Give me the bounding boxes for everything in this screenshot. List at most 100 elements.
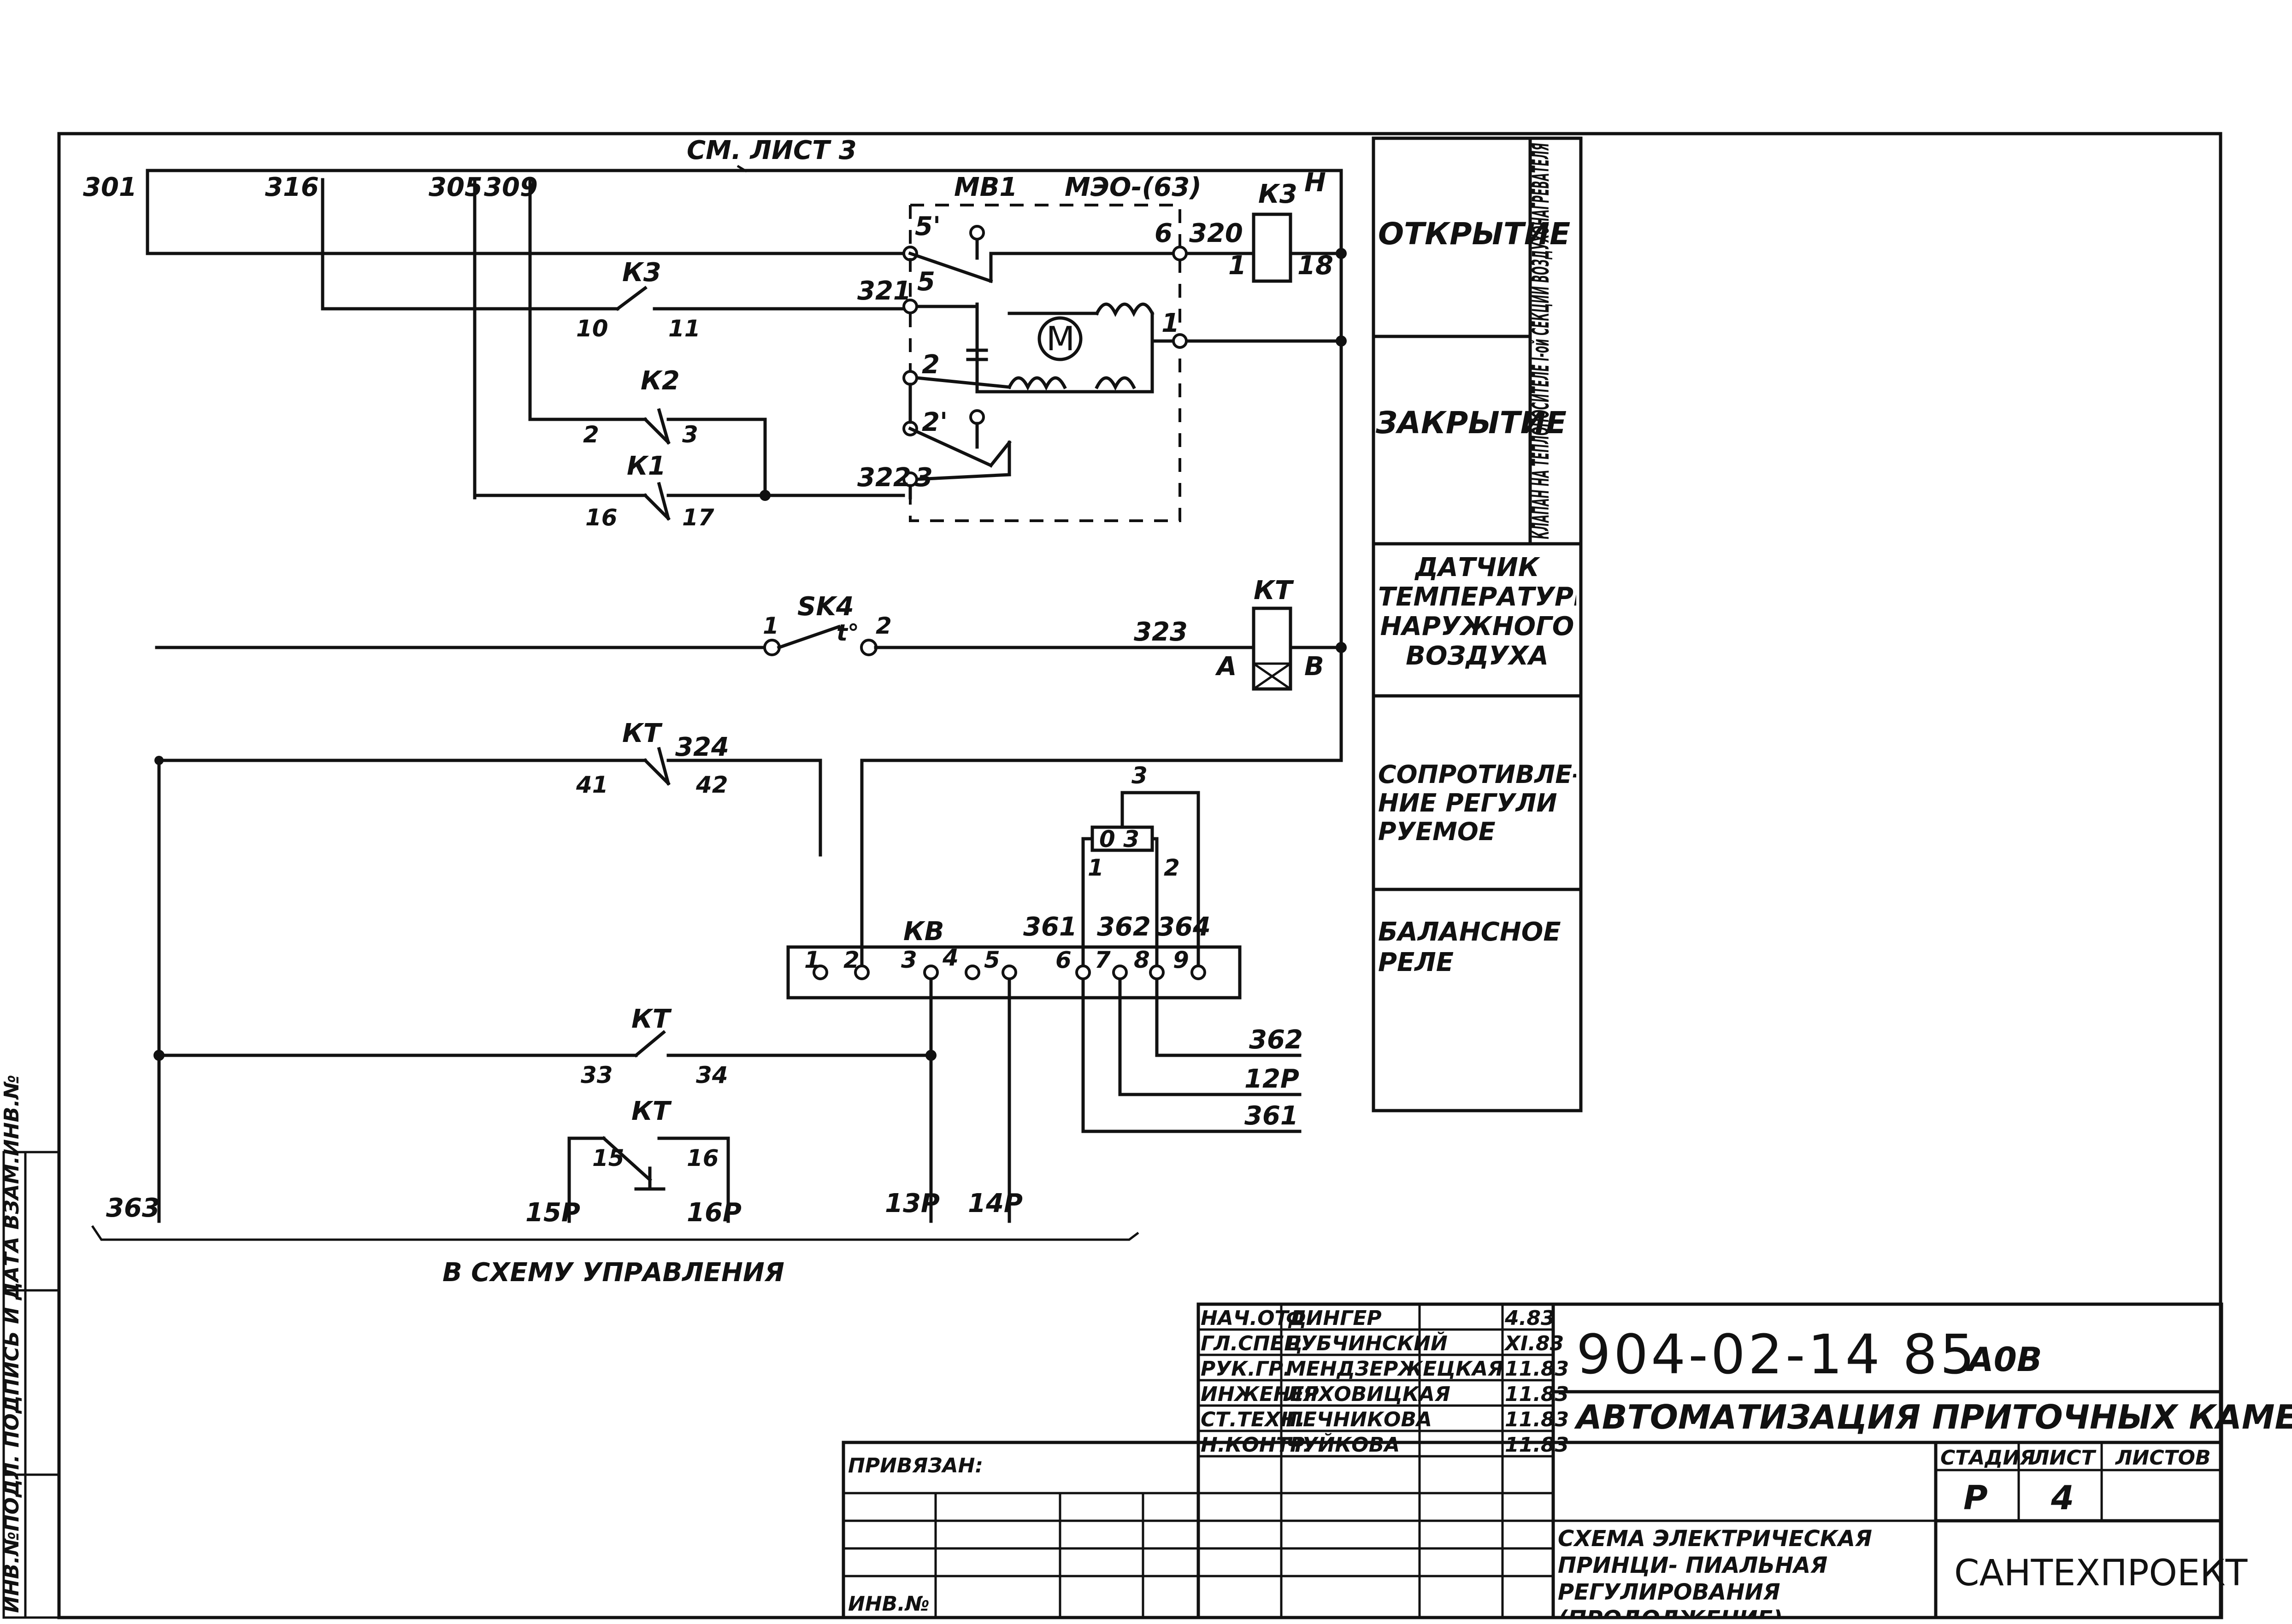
meo-term-2: 2 <box>922 350 940 380</box>
k3-contact: К3 10 11 321 <box>321 258 911 342</box>
wire-320: 320 <box>1189 218 1243 248</box>
k2-term-2: 2 <box>583 421 599 448</box>
inv-label: ИНВ.№ <box>848 1592 930 1616</box>
stage-label: СТАДИЯ <box>1940 1446 2035 1470</box>
legend-open: ОТКРЫТИЕ <box>1378 216 1570 252</box>
kt-term-b: В <box>1304 652 1324 682</box>
mb1-label: МВ1 <box>954 172 1017 202</box>
bound-label: ПРИВЯЗАН: <box>848 1454 983 1477</box>
side-stamp: ИНВ.№ПОДЛ. ПОДПИСЬ И ДАТА ВЗАМ.ИНВ.№ <box>0 1075 60 1619</box>
legend-relay: БАЛАНСНОЕ РЕЛЕ <box>1378 917 1561 977</box>
meo-term-2p: 2' <box>922 407 948 437</box>
k3-coil-1: 1 <box>1228 251 1246 281</box>
k3-term-11: 11 <box>668 315 701 342</box>
kv-term-5: 5 <box>984 947 1000 973</box>
kt-relay-coil: КТ А В <box>1215 576 1347 691</box>
kv-term-4: 4 <box>942 944 959 971</box>
wire-301: 301 <box>83 172 137 202</box>
wire-324: 324 <box>675 732 729 762</box>
meo-term-5p: 5' <box>915 212 941 241</box>
control-brace: В СХЕМУ УПРАВЛЕНИЯ <box>91 1225 1139 1288</box>
motor-symbol <box>1037 316 1083 361</box>
sheet-title: СХЕМА ЭЛЕКТРИЧЕСКАЯ ПРИНЦИ- ПИАЛЬНАЯ РЕГ… <box>1558 1526 1873 1618</box>
wire-363-out: 361 <box>1244 1101 1298 1131</box>
sk4-term-1: 1 <box>763 612 779 639</box>
kv-term-6: 6 <box>1055 947 1072 973</box>
wire-363-top: 361 <box>1023 912 1077 942</box>
staff-role-5: Н.КОНТР. <box>1201 1433 1313 1457</box>
kt-term-34: 34 <box>696 1062 728 1089</box>
meo-term-6: 6 <box>1155 218 1173 248</box>
k3-coil-18: 18 <box>1297 251 1333 281</box>
meo-actuator: МВ1 МЭО-(63) 6 M 1 5 2 <box>902 172 1347 522</box>
resistor-label: 0 3 <box>1099 826 1139 853</box>
kv-outputs: 362 12Р 361 <box>1081 977 1303 1133</box>
sk4-term-2: 2 <box>876 612 892 639</box>
side-stamp-text: ИНВ.№ПОДЛ. ПОДПИСЬ И ДАТА ВЗАМ.ИНВ.№ <box>0 1075 24 1613</box>
title-block: ПРИВЯЗАН: ИНВ.№ НАЧ.ОТД. ФИНГЕР 4.83 ГЛ.… <box>842 1302 2292 1619</box>
kt-contact-33-34: КТ 33 34 13Р 14Р <box>157 977 1023 1223</box>
k3-term-10: 10 <box>576 315 608 342</box>
doc-album: А0В <box>1966 1340 2042 1379</box>
wire-361-top: 362 <box>1097 912 1151 942</box>
sk4-sensor-line: 1 2 SK4 t° 323 <box>155 592 1255 656</box>
legend-close: ЗАКРЫТИЕ <box>1375 405 1567 441</box>
kt-41-label: КТ <box>622 718 663 748</box>
staff-name-3: ЛЯХОВИЦКАЯ <box>1285 1383 1450 1406</box>
sheet-reference: СМ. ЛИСТ 3 <box>687 135 857 165</box>
staff-date-1: XI.83 <box>1503 1332 1564 1355</box>
meo-term-1: 1 <box>1161 308 1179 338</box>
k2-contact: К2 2 3 <box>528 366 767 497</box>
kt-term-42: 42 <box>695 771 728 798</box>
sheet-frame <box>57 132 2222 1619</box>
staff-date-5: 11.83 <box>1505 1433 1569 1457</box>
kv-term-3: 3 <box>901 947 917 973</box>
k1-label: К1 <box>627 451 666 481</box>
k1-contact: К1 16 17 322 <box>473 451 911 531</box>
wire-n: Н <box>1304 168 1326 198</box>
staff-name-5: ЧУЙКОВА <box>1286 1432 1400 1457</box>
staff-role-2: РУК.ГР. <box>1201 1357 1291 1381</box>
staff-role-4: СТ.ТЕХН. <box>1201 1408 1305 1431</box>
doc-title: АВТОМАТИЗАЦИЯ ПРИТОЧНЫХ КАМЕР <box>1574 1398 2292 1436</box>
staff-date-2: 11.83 <box>1505 1357 1569 1381</box>
wire-361-out: 362 <box>1249 1025 1303 1055</box>
wire-321: 321 <box>857 276 911 306</box>
staff-role-1: ГЛ.СПЕЦ. <box>1201 1332 1310 1355</box>
motor-letter: M <box>1046 319 1075 358</box>
k1-term-17: 17 <box>682 504 714 531</box>
staff-date-4: 11.83 <box>1505 1408 1569 1431</box>
wire-16p: 16Р <box>687 1198 742 1228</box>
kt-term-41: 41 <box>576 771 608 798</box>
staff-name-4: ПЕЧНИКОВА <box>1286 1408 1432 1431</box>
to-control-label: В СХЕМУ УПРАВЛЕНИЯ <box>442 1258 784 1288</box>
legend-panel: ОТКРЫТИЕ ЗАКРЫТИЕ КЛАПАН НА ТЕПЛОНОСИТЕЛ… <box>1372 136 1583 1112</box>
kv-term-8: 8 <box>1134 947 1150 973</box>
wire-362: 364 <box>1157 912 1211 942</box>
wire-323: 323 <box>1134 617 1188 647</box>
kt-15-label: КТ <box>631 1096 672 1126</box>
k1-term-16: 16 <box>585 504 618 531</box>
staff-date-3: 11.83 <box>1505 1383 1569 1406</box>
k3-coil-label: К3 <box>1258 179 1297 209</box>
doc-code: 904-02-14 85 <box>1576 1323 1977 1386</box>
wire-322: 322 <box>857 463 911 493</box>
wire-364-out: 12Р <box>1244 1064 1299 1094</box>
kt-contact-15-16: КТ 15 16 15Р 16Р <box>525 1096 742 1228</box>
legend-resistance: СОПРОТИВЛЕ- НИЕ РЕГУЛИ РУЕМОЕ <box>1378 760 1576 846</box>
wire-12p: 363 <box>106 1193 160 1223</box>
sheets-label: ЛИСТОВ <box>2115 1446 2211 1470</box>
kv-term-1: 1 <box>804 947 820 973</box>
wire-14p: 14Р <box>968 1189 1023 1218</box>
meo-label: МЭО-(63) <box>1065 172 1202 202</box>
kt-coil-label: КТ <box>1254 576 1294 606</box>
adjustable-resistor: 0 3 3 1 2 <box>1081 762 1200 967</box>
meo-term-5: 5 <box>917 267 935 297</box>
resistor-term-1: 1 <box>1088 854 1104 881</box>
kv-term-7: 7 <box>1095 947 1111 973</box>
k2-label: К2 <box>641 366 680 396</box>
kt-term-16: 16 <box>687 1145 719 1171</box>
wire-15p: 15Р <box>525 1198 580 1228</box>
k3-coil: К3 Н 320 1 18 <box>1185 168 1347 283</box>
staff-name-0: ФИНГЕР <box>1286 1306 1382 1330</box>
